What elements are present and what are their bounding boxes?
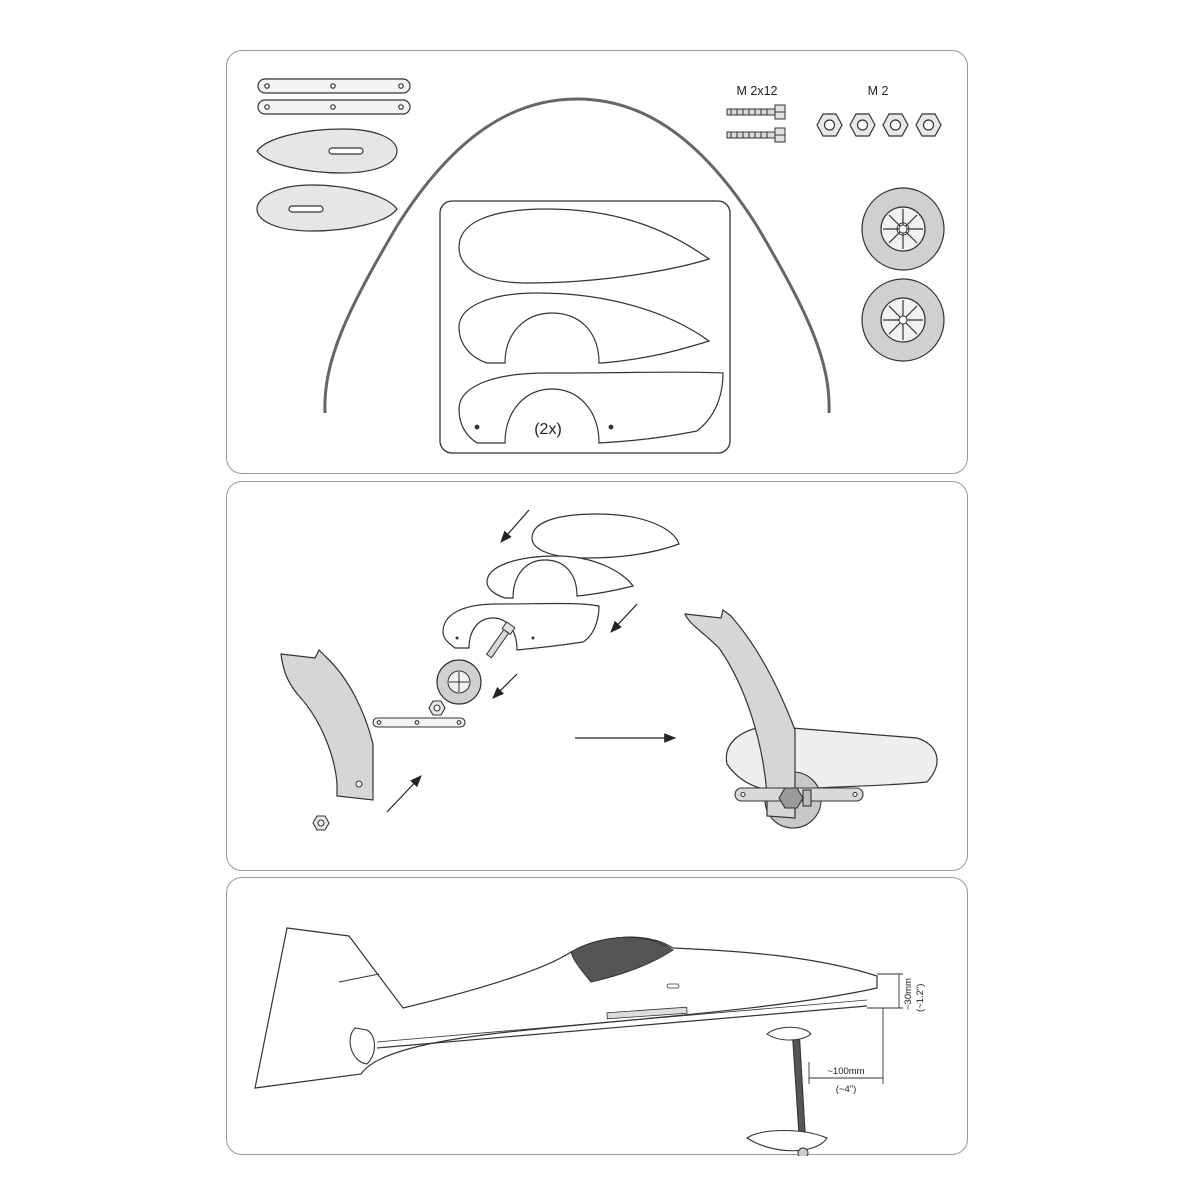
dimension-vertical-inches: (~1.2") bbox=[915, 984, 926, 1012]
assembled-gear bbox=[684, 608, 938, 829]
hex-nut-icon bbox=[882, 113, 909, 137]
hex-nut-icon bbox=[849, 113, 876, 137]
hex-nut-icon bbox=[312, 815, 330, 831]
landing-gear-wire bbox=[323, 97, 831, 414]
linkage-strap bbox=[257, 99, 411, 115]
wheel-icon bbox=[436, 659, 482, 705]
linkage-strap bbox=[257, 78, 411, 94]
dimension-vertical-mm: ~30mm bbox=[903, 978, 914, 1010]
arrow-icon bbox=[492, 673, 518, 699]
wheel-icon bbox=[861, 187, 945, 271]
hex-nut-icon bbox=[915, 113, 942, 137]
axle-plate bbox=[256, 128, 398, 174]
wheel-icon bbox=[861, 278, 945, 362]
parts-drawing: (2x) M 2x12 M 2 bbox=[256, 78, 945, 454]
assembly-drawing bbox=[280, 509, 938, 831]
hex-nut-icon bbox=[816, 113, 843, 137]
tail-wheel-fairing bbox=[349, 1027, 376, 1065]
axle-plate bbox=[256, 184, 398, 232]
wheel-pant-top bbox=[458, 208, 711, 284]
landing-gear-leg bbox=[280, 648, 374, 801]
arrow-icon bbox=[610, 603, 638, 633]
parts-panel: (2x) M 2x12 M 2 bbox=[226, 50, 968, 474]
wheel-pant-side bbox=[442, 602, 600, 651]
wheel-pant-top bbox=[531, 513, 680, 559]
screw-size-label: M 2x12 bbox=[737, 84, 778, 98]
wheel-pant-middle bbox=[458, 292, 711, 364]
canopy bbox=[570, 936, 674, 983]
fuselage bbox=[254, 927, 878, 1089]
wheel-pant-middle bbox=[486, 555, 634, 599]
quantity-label: (2x) bbox=[534, 421, 562, 438]
dimension-horizontal-mm: ~100mm bbox=[827, 1066, 864, 1077]
installation-drawing: ~30mm (~1.2") ~100mm (~4") bbox=[254, 927, 926, 1156]
arrow-icon bbox=[386, 775, 422, 813]
wheel-pant-side bbox=[458, 371, 724, 444]
screw-icon bbox=[726, 127, 786, 143]
linkage-strap bbox=[372, 717, 466, 728]
assembly-panel bbox=[226, 481, 968, 871]
installation-panel: ~30mm (~1.2") ~100mm (~4") bbox=[226, 877, 968, 1156]
nut-size-label: M 2 bbox=[868, 84, 889, 98]
wheel-pant bbox=[746, 1129, 828, 1152]
hex-nut-icon bbox=[778, 787, 812, 809]
dimension-horizontal-inches: (~4") bbox=[836, 1084, 857, 1095]
screw-icon bbox=[726, 104, 786, 120]
wheel-pant bbox=[766, 1026, 812, 1041]
hex-nut-icon bbox=[428, 700, 446, 716]
screw-icon bbox=[485, 621, 516, 659]
arrow-icon bbox=[500, 509, 530, 543]
